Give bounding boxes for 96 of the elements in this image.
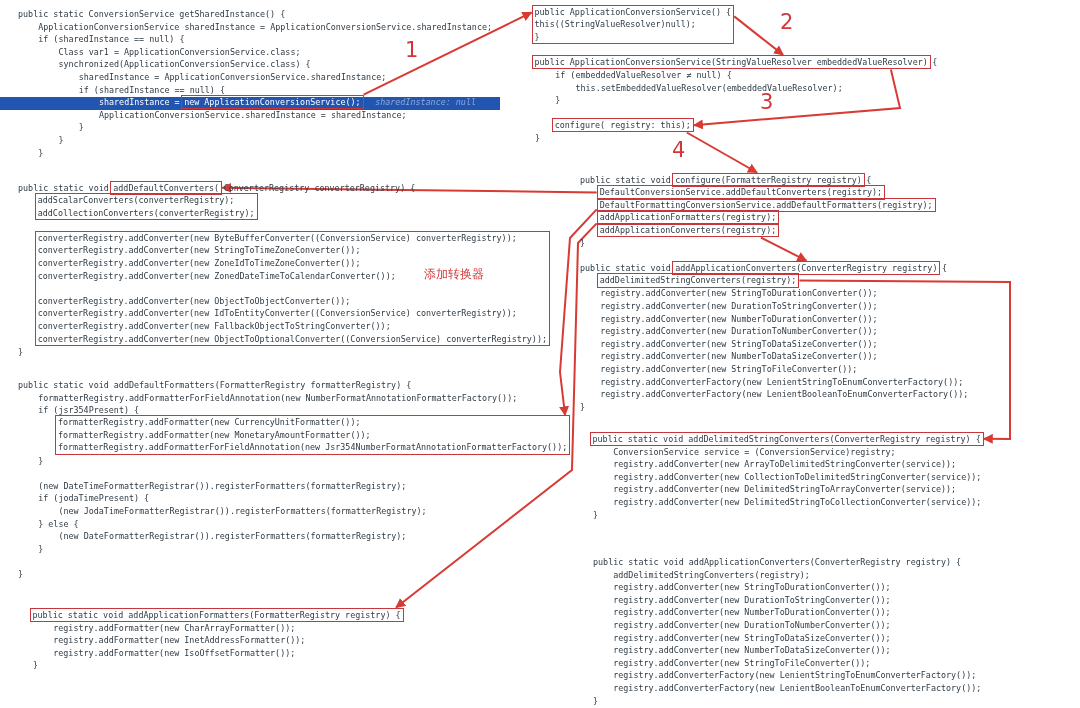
code-line: if (embeddedValueResolver ≠ null) { xyxy=(555,69,732,82)
code-line: registry.addConverter(new DurationToStringConverter()); xyxy=(600,300,878,313)
code-line: } xyxy=(78,121,84,134)
code-line: ConversionService service = (ConversionService)registry; xyxy=(613,445,896,459)
highlighted-code: configure(FormatterRegistry registry) xyxy=(672,172,865,188)
code-line: { xyxy=(866,174,872,187)
arrow xyxy=(798,279,1011,444)
arrow xyxy=(733,15,785,56)
code-line: } xyxy=(580,237,586,250)
code-line: registry.addFormatter(new CharArrayFormatter()); xyxy=(53,621,296,635)
highlighted-code: addApplicationConverters(ConverterRegistry registry) xyxy=(672,260,941,276)
code-line: (new DateFormatterRegistrar()).registerFormatters(formatterRegistry); xyxy=(58,530,407,543)
arrow xyxy=(760,236,808,262)
code-line: } xyxy=(33,659,39,672)
code-line: registry.addConverter(new NumberToDurationConverter()); xyxy=(613,606,891,619)
code-line: synchronized(ApplicationConversionService.class) { xyxy=(58,58,311,71)
code-line: } xyxy=(18,345,24,359)
arrow xyxy=(692,68,902,130)
highlighted-code: public static void addApplicationFormatters(FormatterRegistry registry) { xyxy=(29,607,404,623)
code-line: public static void xyxy=(18,182,109,195)
code-line: registry.addFormatter(new IsoOffsetFormatter()); xyxy=(53,646,296,660)
code-line: registry.addConverter(new NumberToDurationConverter()); xyxy=(600,312,878,326)
code-line: registry.addConverter(new StringToDataSizeConverter()); xyxy=(600,337,878,351)
step-number: 3 xyxy=(760,92,774,113)
code-line: } xyxy=(38,542,44,556)
code-line: sharedInstance = ApplicationConversionService.sharedInstance; xyxy=(78,71,387,84)
highlighted-code: DefaultFormattingConversionService.addDefaultFormatters(registry); xyxy=(596,197,936,213)
code-line: public static void addApplicationConverters(ConverterRegistry registry) { xyxy=(593,556,962,569)
code-line: registry.addConverter(new DurationToNumberConverter()); xyxy=(613,619,891,632)
code-line: { xyxy=(932,56,938,69)
code-line: registry.addConverterFactory(new LenientBooleanToEnumConverterFactory()); xyxy=(600,388,969,401)
code-line: registry.addConverter(new StringToDurationConverter()); xyxy=(600,287,878,300)
code-line: this.setEmbeddedValueResolver(embeddedValueResolver); xyxy=(575,81,843,93)
code-line: sharedInstance = xyxy=(98,96,180,109)
code-line: registry.addConverter(new CollectionToDelimitedStringConverter(service)); xyxy=(613,470,982,484)
code-line: registry.addConverter(new StringToDurationConverter()); xyxy=(613,581,891,594)
code-line: registry.addConverter(new ArrayToDelimitedStringConverter(service)); xyxy=(613,458,957,471)
highlighted-code: configure( registry: this); xyxy=(551,117,694,133)
code-line: registry.addConverterFactory(new LenientStringToEnumConverterFactory()); xyxy=(613,669,977,682)
arrow xyxy=(559,208,598,417)
code-line: registry.addConverterFactory(new LenientStringToEnumConverterFactory()); xyxy=(600,375,964,389)
code-line: registry.addConverter(new StringToFileConverter()); xyxy=(613,656,871,670)
highlighted-code: formatterRegistry.addFormatter(new CurrencyUnitFormatter()); formatterRegistry.addFormatter(new MonetaryAmountFormatter()); formatterRegistry.addFormatterForFieldAnnotation(new Jsr354NumberFormatAnnotationFormatterFactory()); xyxy=(54,415,571,456)
code-line: (new DateTimeFormatterRegistrar()).registerFormatters(formatterRegistry); xyxy=(38,479,407,493)
step-number: 1 xyxy=(405,40,419,61)
code-line: } xyxy=(18,568,24,581)
code-line: } xyxy=(580,400,586,414)
code-line: ApplicationConversionService.sharedInstance = sharedInstance; xyxy=(98,108,407,122)
code-line: (new JodaTimeFormatterRegistrar()).registerFormatters(formatterRegistry); xyxy=(58,505,427,518)
code-line: } xyxy=(555,94,561,107)
code-line: ApplicationConversionService sharedInstance = ApplicationConversionService.sharedInstance; xyxy=(38,20,493,34)
highlighted-code: public ApplicationConversionService() { this((StringValueResolver)null); } xyxy=(531,4,735,45)
code-line: } xyxy=(593,694,599,708)
code-line: registry.addConverter(new DurationToNumberConverter()); xyxy=(600,325,878,338)
code-line: registry.addConverter(new NumberToDataSizeConverter()); xyxy=(600,350,878,363)
code-line: registry.addConverter(new StringToFileConverter()); xyxy=(600,363,858,376)
highlighted-code: addDefaultConverters( xyxy=(110,180,223,196)
code-line: } xyxy=(38,454,44,468)
code-line: } else { xyxy=(38,517,79,531)
code-line: Class var1 = ApplicationConversionService.class; xyxy=(58,45,301,59)
code-line: registry.addConverter(new NumberToDataSizeConverter()); xyxy=(613,644,891,657)
highlighted-code: addApplicationConverters(registry); xyxy=(596,222,780,238)
highlighted-code: addScalarConverters(converterRegistry); addCollectionConverters(converterRegistry); xyxy=(34,193,258,221)
code-line: } xyxy=(535,132,541,145)
step-number: 4 xyxy=(672,140,686,161)
code-line: addDelimitedStringConverters(registry); xyxy=(613,568,810,582)
code-line: } xyxy=(38,146,44,160)
code-line: public static void addDefaultFormatters(FormatterRegistry formatterRegistry) { xyxy=(18,379,412,392)
code-line: public static ConversionService getSharedInstance() { xyxy=(18,8,286,21)
code-line: registry.addConverter(new DelimitedStringToArrayConverter(service)); xyxy=(613,483,957,496)
highlighted-code: public ApplicationConversionService(StringValueResolver embeddedValueResolver) xyxy=(531,54,931,70)
code-line: if (sharedInstance == null) { xyxy=(38,33,185,46)
highlighted-code: addDelimitedStringConverters(registry); xyxy=(596,273,800,288)
code-line: if (jodaTimePresent) { xyxy=(38,492,150,505)
step-number: 2 xyxy=(780,12,794,33)
inline-hint: sharedInstance: null xyxy=(375,96,476,109)
arrow xyxy=(395,222,598,609)
code-line: registry.addConverter(new DurationToStringConverter()); xyxy=(613,593,891,607)
code-line: registry.addConverter(new StringToDataSizeConverter()); xyxy=(613,631,891,645)
code-line: formatterRegistry.addFormatterForFieldAnnotation(new NumberFormatAnnotationFormatterFactory()); xyxy=(38,391,518,405)
code-line: registry.addConverter(new DelimitedStringToCollectionConverter(service)); xyxy=(613,496,982,509)
code-line: } xyxy=(593,508,599,522)
arrow xyxy=(362,11,533,96)
highlighted-code: new ApplicationConversionService(); xyxy=(181,94,364,110)
code-line: public static void xyxy=(580,174,671,187)
code-line: public static void xyxy=(580,262,671,275)
highlighted-code: converterRegistry.addConverter(new ByteBufferConverter((ConversionService) converterRegistry)); converterRegistry.addConverter(new StringToTimeZoneConverter()); converterRegistry.addConverter(new ZoneIdToTimeZoneConverter()); converterRegistry.addConverter(new ZonedDateTimeToCalendarConverter()); 添加转换器 converterRegistry.addConverter(new ObjectToObjectConverter()); converterRegistry.addConverter(new IdToEntityConverter((ConversionService) converterRegistry)); converterRegistry.addConverter(new FallbackObjectToStringConverter()); converterRegistry.addConverter(new ObjectToOptionalConverter((ConversionService) converterRegistry)); xyxy=(34,230,550,347)
code-line: if (sharedInstance == null) { xyxy=(78,83,225,97)
code-line: registry.addFormatter(new InetAddressFormatter()); xyxy=(53,634,306,647)
code-line: registry.addConverterFactory(new LenientBooleanToEnumConverterFactory()); xyxy=(613,682,982,695)
code-line: { xyxy=(941,262,947,275)
highlighted-code: public static void addDelimitedStringConverters(ConverterRegistry registry) { xyxy=(589,431,984,447)
highlighted-code: DefaultConversionService.addDefaultConverters(registry); xyxy=(596,185,886,200)
code-line: } xyxy=(58,134,64,147)
arrow xyxy=(685,131,758,174)
highlighted-code: addApplicationFormatters(registry); xyxy=(596,210,780,225)
